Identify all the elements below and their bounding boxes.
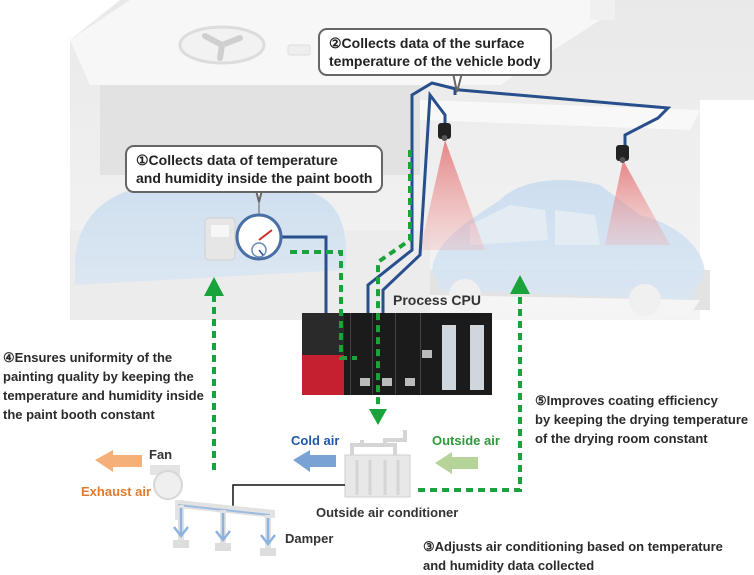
note-uniformity: ④Ensures uniformity of the painting qual… [3,348,204,424]
exhaust-air-label: Exhaust air [81,484,152,499]
note-4-line2: painting quality by keeping the [3,369,194,384]
fan-label: Fan [149,447,173,462]
cold-air-arrow [293,450,336,472]
damper-control-line [232,484,345,508]
note-5-line2: by keeping the drying temperature [535,412,749,427]
temperature-sensor-2 [616,145,629,163]
callout-2-line2: temperature of the vehicle body [329,53,541,69]
note-5-line1: ⑤Improves coating efficiency [535,393,718,408]
outside-air-conditioner [344,430,411,498]
sensor-cables [277,81,672,315]
note-4-line3: temperature and humidity inside [3,388,204,403]
cold-air-label: Cold air [291,433,340,448]
thermo-hygrometer-icon [235,200,283,261]
car-right [432,180,705,316]
note-5-line3: of the drying room constant [535,431,708,446]
callout-2-line1: ②Collects data of the surface [329,35,525,51]
note-4-line4: the paint booth constant [3,407,155,422]
process-cpu-label: Process CPU [393,292,481,308]
sensor-beam-1 [420,140,485,250]
exhaust-air-arrow [95,450,142,472]
ceiling-fan-icon [178,25,311,65]
note-3-line1: ③Adjusts air conditioning based on tempe… [423,539,723,554]
exhaust-fan-unit [150,465,276,556]
process-cpu [302,313,492,395]
data-flow-lines [212,150,522,492]
outside-air-conditioner-label: Outside air conditioner [316,505,459,520]
sensor-beam-2 [605,160,670,245]
data-flow-arrowhead-up-left [204,277,224,296]
callout-1-line1: ①Collects data of temperature [136,152,338,168]
callout-temperature-humidity: ①Collects data of temperature and humidi… [125,145,384,193]
temperature-sensor-1 [438,123,451,141]
note-3-line2: and humidity data collected [423,558,595,573]
control-panel [204,217,236,261]
note-coating-efficiency: ⑤Improves coating efficiency by keeping … [535,391,748,448]
outside-air-arrow [435,452,478,474]
callout-surface-temperature: ②Collects data of the surface temperatur… [318,28,552,76]
callout-1-line2: and humidity inside the paint booth [136,170,373,186]
damper-airflow-arrows [173,508,276,547]
damper-label: Damper [285,531,334,546]
outside-air-label: Outside air [432,433,500,448]
data-flow-arrowhead-up-right [510,275,530,294]
note-4-line1: ④Ensures uniformity of the [3,350,173,365]
note-air-conditioning: ③Adjusts air conditioning based on tempe… [423,537,723,575]
data-flow-arrowhead-down [369,409,387,425]
